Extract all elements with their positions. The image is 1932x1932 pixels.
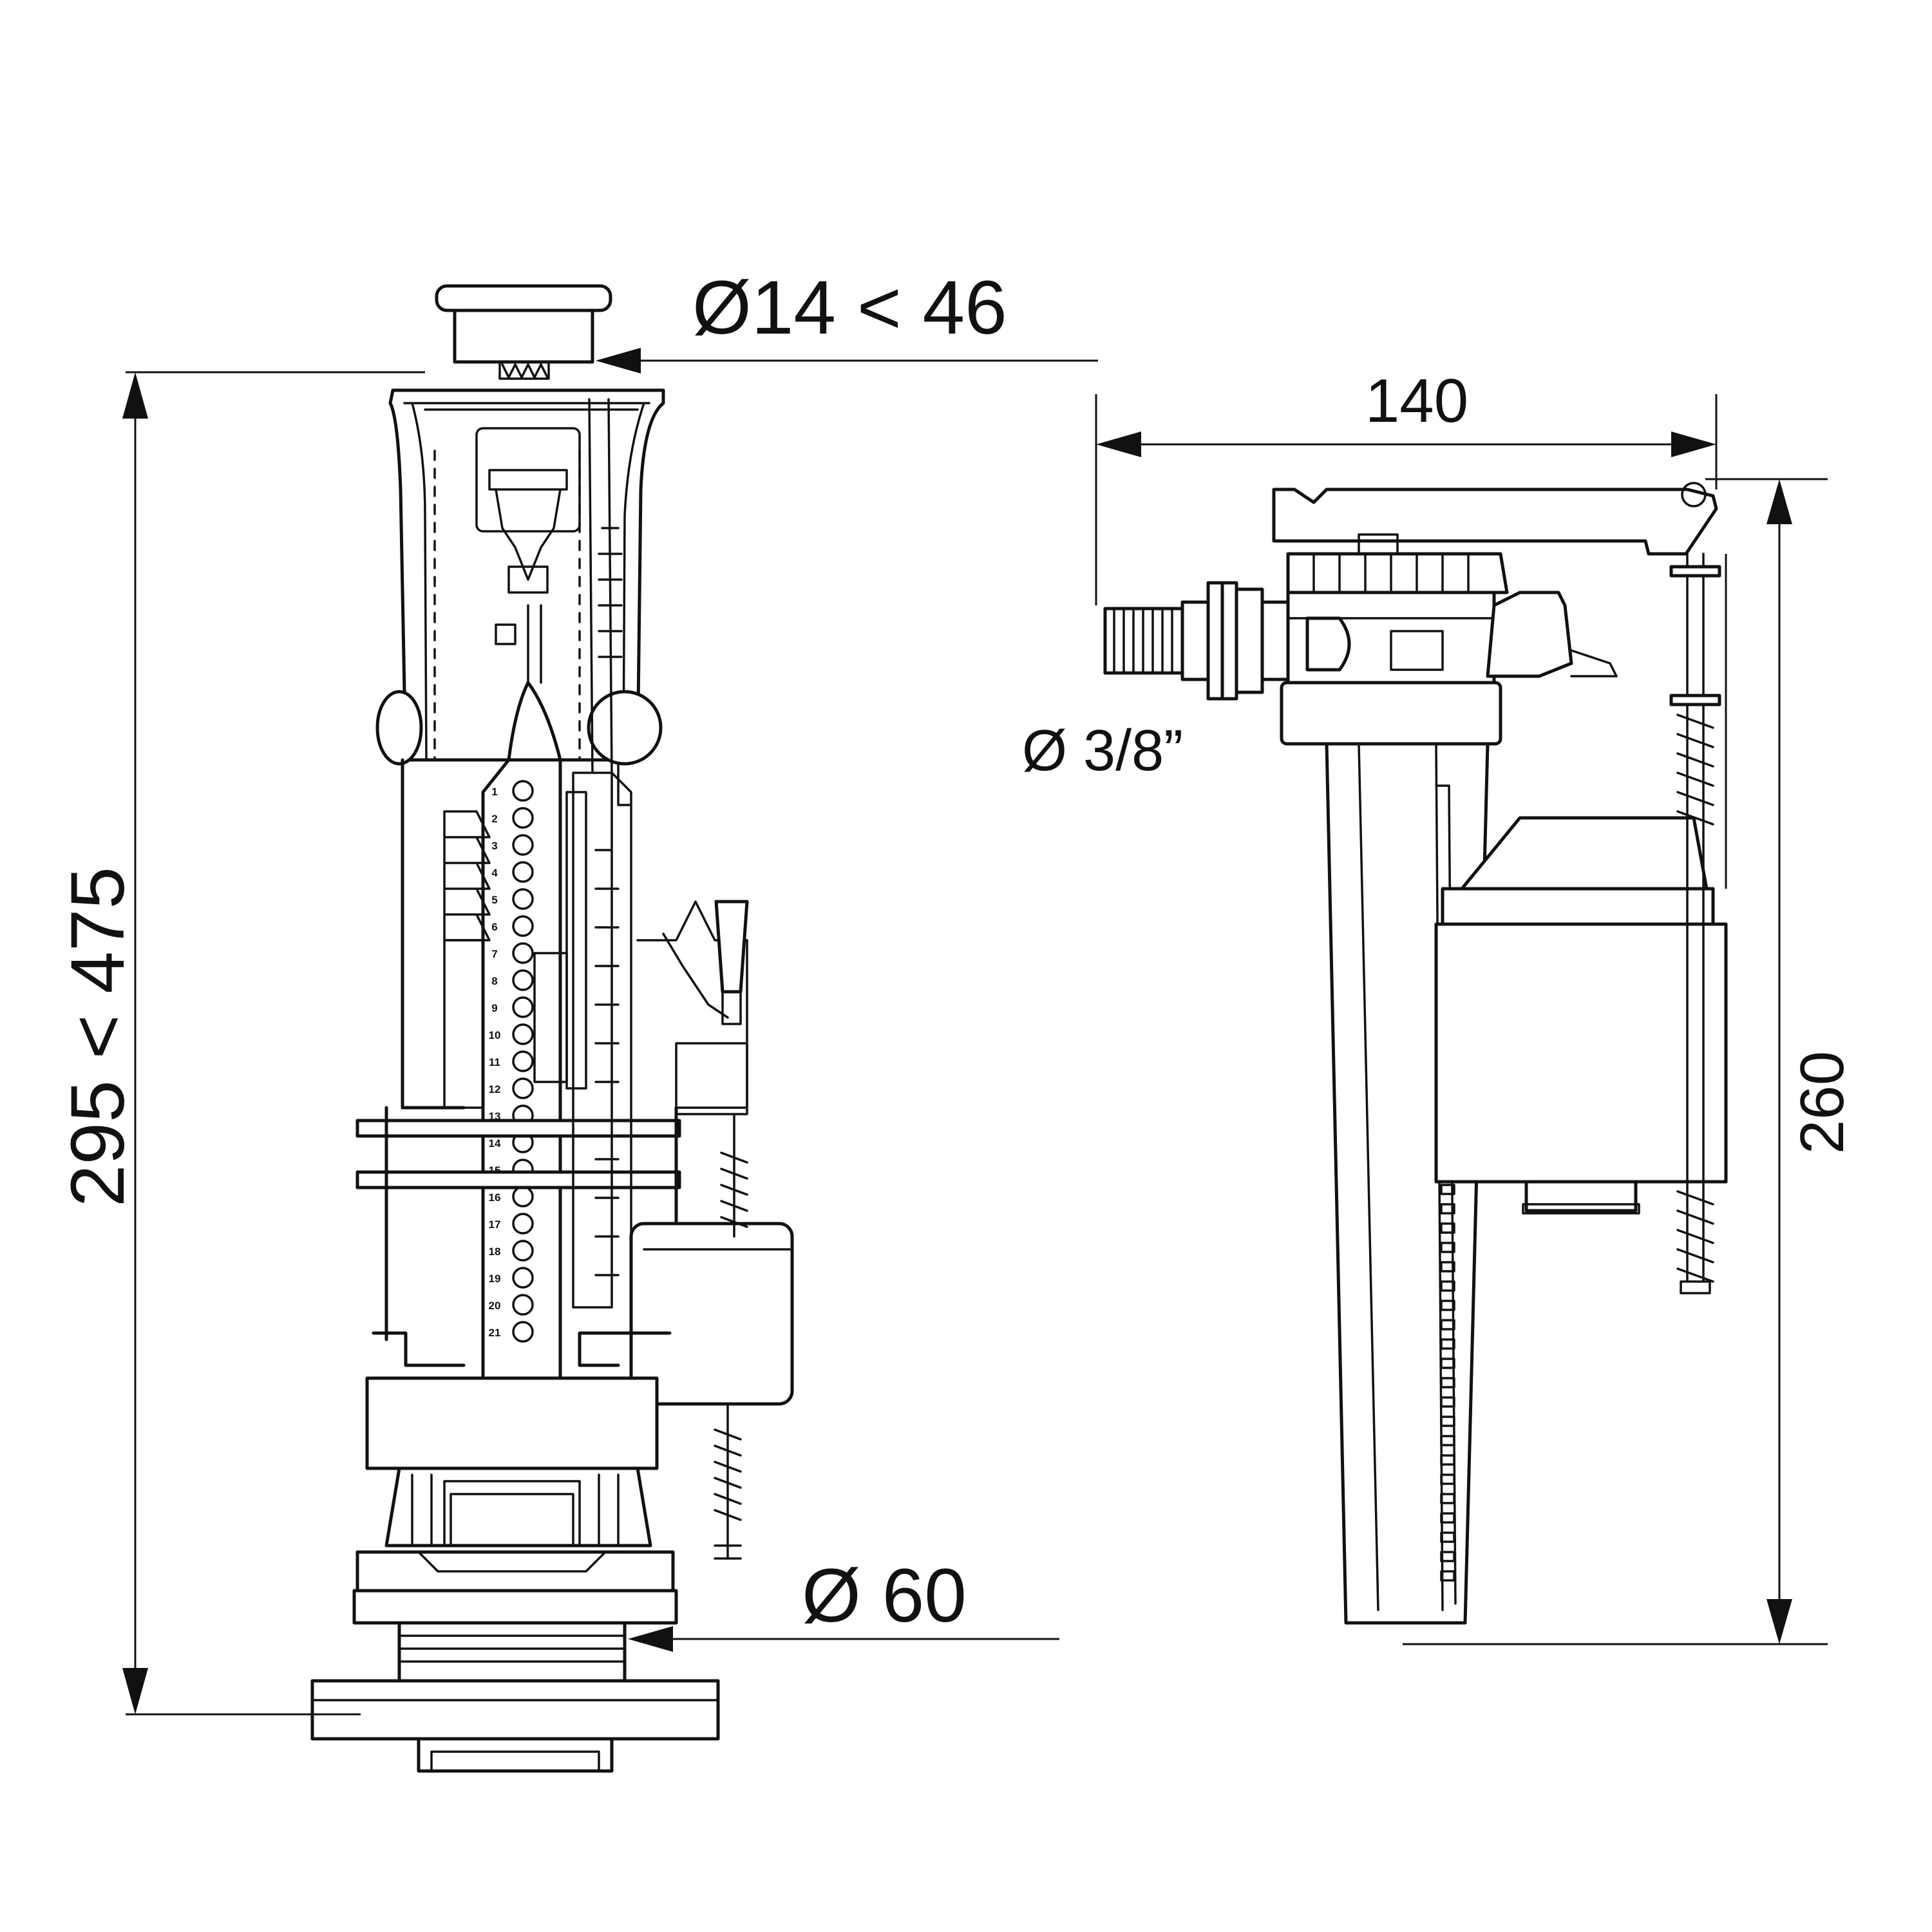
scale-mark-circle [512,1240,534,1262]
ladder-rung [1440,1512,1455,1524]
scale-mark-label: 3 [491,840,497,852]
ladder-rung [1440,1300,1455,1311]
scale-mark-label: 8 [491,975,497,987]
valve-float [1434,816,1728,1215]
scale-mark-circle [512,942,534,964]
scale-mark-circle [512,1321,534,1343]
ladder-rung [1440,1358,1455,1369]
push-button [435,284,612,380]
base-diameter-dimension [628,1626,1059,1652]
ladder-rung [1440,1319,1455,1331]
scale-mark-label: 4 [491,867,498,879]
valve-stem [1325,742,1490,1625]
scale-mark-label: 6 [491,921,497,933]
scale-mark-circle [512,1050,534,1072]
ladder-rung [1440,1493,1455,1504]
fill-valve-drawing: 140 260 Ø 3/8” [1022,366,1857,1645]
scale-marks: 123456789101112131415161718192021 [489,780,534,1343]
scale-mark-label: 17 [489,1218,501,1231]
scale-mark-label: 16 [489,1191,501,1204]
inlet-fitting [1103,581,1290,701]
base-assembly [310,1550,720,1773]
base-diameter-label: Ø 60 [802,1553,967,1638]
fill-height-label: 260 [1788,1051,1857,1154]
ladder-rung [1440,1551,1455,1562]
scale-mark-circle [512,1023,534,1045]
lower-frame [365,1331,672,1548]
scale-mark-circle [512,915,534,937]
ladder-rung [1440,1261,1455,1273]
scale-mark-circle [512,1294,534,1316]
scale-mark-label: 19 [489,1273,501,1285]
ladder-rung [1440,1203,1455,1215]
scale-mark-label: 5 [491,894,497,906]
scale-mark-label: 2 [491,813,497,825]
flush-height-label: 295 < 475 [55,867,140,1207]
fill-width-dimension [1095,394,1718,605]
ladder-rung [1440,1184,1455,1195]
scale-mark-label: 20 [489,1300,501,1312]
valve-body [1286,591,1618,685]
scale-mark-circle [512,834,534,856]
ladder-rung [1440,1435,1455,1446]
scale-mark-label: 18 [489,1245,501,1258]
ladder-rung [1440,1531,1455,1543]
scale-mark-circle [512,807,534,829]
ladder-rung [1440,1454,1455,1466]
scale-mark-label: 12 [489,1083,501,1095]
fill-width-label: 140 [1365,366,1468,435]
scale-mark-label: 11 [489,1056,500,1068]
ladder-rung [1440,1280,1455,1292]
scale-mark-label: 21 [489,1327,501,1339]
scale-mark-circle [512,1267,534,1289]
flush-height-dimension [122,371,425,1716]
flush-valve-drawing: 123456789101112131415161718192021 [55,265,1098,1773]
ladder-rung [1440,1377,1455,1388]
button-diameter-label: Ø14 < 46 [692,265,1007,350]
side-mechanism [629,900,794,1560]
scale-strip: 123456789101112131415161718192021 [481,681,562,1399]
valve-cap [1272,482,1718,594]
scale-mark-label: 9 [491,1002,497,1014]
scale-mark-label: 10 [489,1029,501,1041]
level-ladder [1440,1184,1455,1582]
ladder-rung [1440,1396,1455,1408]
scale-mark-circle [512,1186,534,1208]
button-diameter-dimension [596,348,1098,374]
scale-mark-label: 7 [491,948,497,960]
scale-mark-circle [512,1213,534,1235]
scale-mark-circle [512,1077,534,1099]
scale-mark-label: 1 [491,786,497,798]
middle-body [355,758,681,1341]
fill-height-dimension [1403,478,1828,1645]
scale-mark-label: 14 [489,1137,501,1150]
adjustment-rod [1669,553,1721,1294]
ladder-rung [1440,1242,1455,1253]
ladder-rung [1440,1570,1455,1582]
scale-mark-circle [512,888,534,910]
ladder-rung [1440,1338,1455,1350]
upper-body [375,388,665,806]
scale-mark-circle [512,861,534,883]
scale-mark-circle [512,780,534,802]
scale-mark-circle [512,996,534,1018]
scale-mark-circle [512,969,534,991]
ladder-rung [1440,1473,1455,1485]
ladder-rung [1440,1222,1455,1234]
valve-collar [1280,681,1502,746]
ladder-rung [1440,1416,1455,1427]
inlet-diameter-label: Ø 3/8” [1022,719,1183,783]
